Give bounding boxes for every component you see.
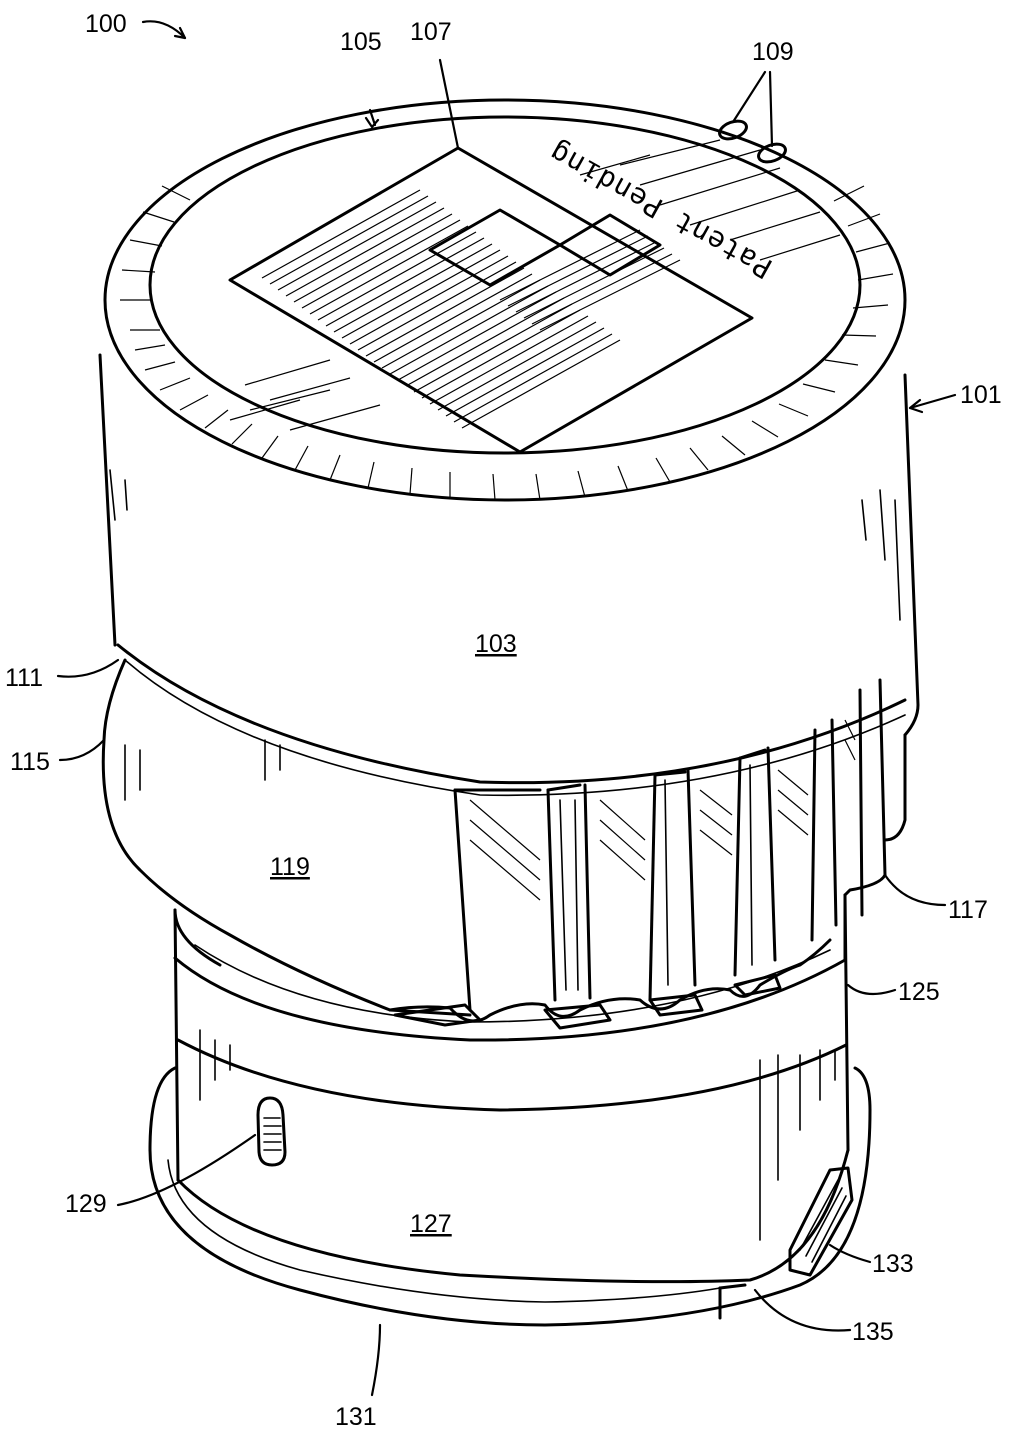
- window-slot-129: [256, 1096, 287, 1167]
- rim-knurling: [120, 185, 894, 501]
- label-plate-107: [228, 146, 754, 454]
- grip-ribs: [388, 678, 887, 1030]
- label-129: 129: [65, 1190, 107, 1218]
- label-117: 117: [948, 896, 988, 924]
- leader-lines: [56, 20, 957, 1397]
- part-label-119: 119: [270, 853, 310, 881]
- label-111: 111: [5, 664, 43, 692]
- label-135: 135: [852, 1318, 894, 1346]
- patent-pending-text: Patent Pending: [543, 135, 778, 285]
- reference-numerals: 100 105 107 109 101 111 115 117 125 129 …: [5, 10, 1002, 1431]
- collar-125: [173, 893, 847, 1042]
- separation-ring-111: [116, 643, 907, 797]
- label-133: 133: [872, 1250, 914, 1278]
- top-cap-105: Patent Pending: [103, 98, 907, 502]
- part-label-127: 127: [410, 1210, 452, 1238]
- upper-body-103: [98, 353, 920, 842]
- label-105: 105: [340, 28, 382, 56]
- top-surface-shading: [229, 139, 841, 431]
- label-115: 115: [10, 748, 50, 776]
- label-109: 109: [752, 38, 794, 66]
- patent-pending-marking: Patent Pending: [543, 135, 778, 285]
- label-125: 125: [898, 978, 940, 1006]
- label-101: 101: [960, 381, 1002, 409]
- part-label-103: 103: [475, 630, 517, 658]
- tab-133: [788, 1166, 854, 1277]
- lower-body: [173, 893, 854, 1284]
- label-131: 131: [335, 1403, 377, 1431]
- base-flange: [148, 1066, 872, 1327]
- middle-body-119: [101, 658, 887, 1030]
- marking-109: [718, 119, 787, 164]
- label-107: 107: [410, 18, 452, 46]
- label-100: 100: [85, 10, 127, 38]
